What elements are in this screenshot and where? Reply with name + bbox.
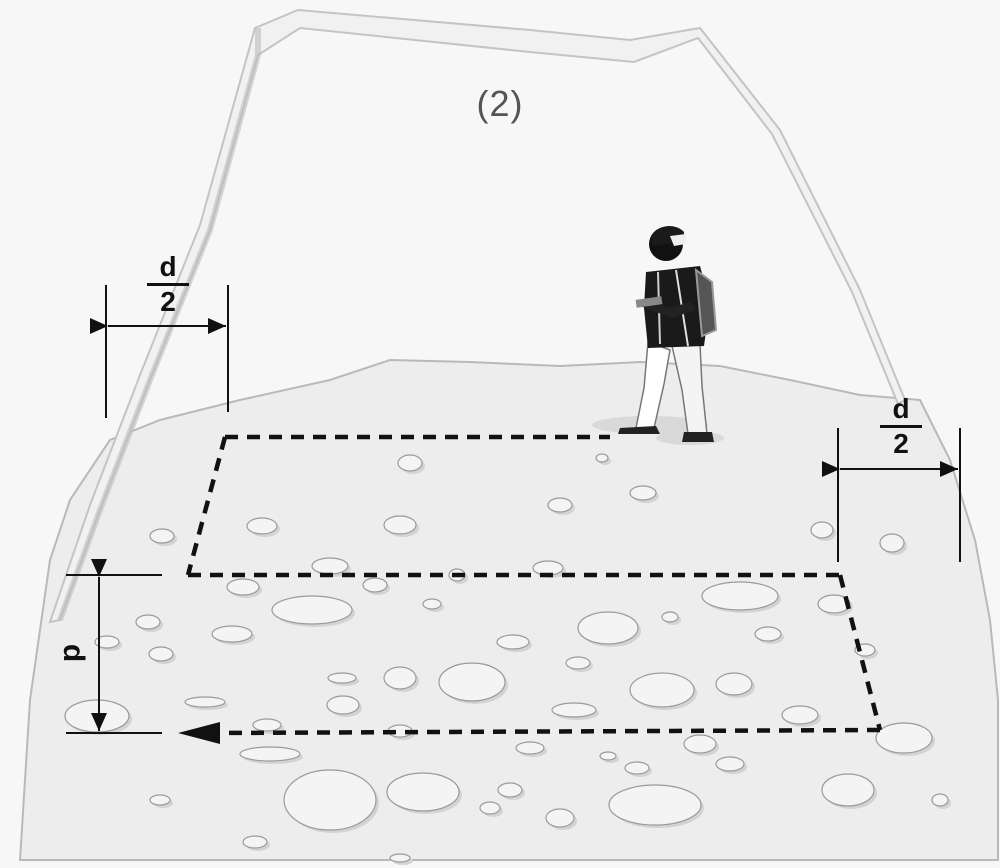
path-left-diagonal: [185, 436, 228, 576]
fraction-bar: [880, 425, 922, 428]
stone: [754, 626, 782, 642]
path-right-diagonal: [837, 574, 883, 731]
stone: [271, 595, 353, 625]
direction-arrowhead: [178, 722, 220, 744]
left-half-dimension: [90, 285, 229, 418]
walking-path: [185, 434, 883, 736]
stone: [599, 751, 617, 761]
stone: [821, 773, 875, 807]
stone: [683, 734, 717, 754]
stone: [397, 454, 423, 472]
figure-label: (2): [476, 83, 524, 124]
stone: [496, 634, 530, 650]
stone: [629, 485, 657, 501]
stone: [283, 769, 377, 831]
stone: [422, 598, 442, 610]
stone: [311, 557, 349, 575]
stone: [383, 666, 417, 690]
stone: [389, 853, 411, 863]
stone: [246, 517, 278, 535]
stone: [184, 696, 226, 708]
right-half-denominator: 2: [893, 428, 909, 459]
stone: [565, 656, 591, 670]
left-half-numerator: d: [159, 251, 177, 282]
stone: [701, 581, 779, 611]
stone: [547, 497, 573, 513]
stone: [211, 625, 253, 643]
stone: [879, 533, 905, 553]
stone: [781, 705, 819, 725]
stone: [624, 761, 650, 775]
stone: [595, 453, 609, 463]
stone: [479, 801, 501, 815]
stone: [577, 611, 639, 645]
stone: [64, 699, 130, 733]
stone: [810, 521, 834, 539]
stone: [326, 695, 360, 715]
stone: [817, 594, 851, 614]
side-dimension: [66, 559, 162, 734]
stone: [715, 672, 753, 696]
left-half-denominator: 2: [160, 286, 176, 317]
stone: [438, 662, 506, 702]
stone: [252, 718, 282, 732]
stone: [239, 746, 301, 762]
stone: [386, 772, 460, 812]
stone: [515, 741, 545, 755]
stone: [242, 835, 268, 849]
stone: [135, 614, 161, 630]
stone: [149, 794, 171, 806]
stone: [226, 578, 260, 596]
right-half-numerator: d: [892, 393, 910, 424]
stone: [715, 756, 745, 772]
stone: [383, 515, 417, 535]
fraction-bar: [147, 283, 189, 286]
stone: [327, 672, 357, 684]
stone: [875, 722, 933, 754]
stone: [497, 782, 523, 798]
stone: [362, 577, 388, 593]
stone: [551, 702, 597, 718]
side-distance-label: d: [57, 643, 90, 663]
right-half-dimension: [822, 428, 961, 562]
stone: [661, 611, 679, 623]
stone: [149, 528, 175, 544]
stone: [608, 784, 702, 826]
stone: [148, 646, 174, 662]
far-boundary-outline: [48, 8, 907, 624]
path-near-edge: [214, 727, 881, 736]
ground-surface: [18, 358, 999, 861]
left-half-distance-label: d 2: [143, 252, 193, 317]
stone: [931, 793, 949, 807]
person-with-backpack-icon: [592, 226, 724, 445]
wall-shadow: [57, 28, 261, 622]
stone: [545, 808, 575, 828]
stone: [629, 672, 695, 708]
right-half-distance-label: d 2: [876, 394, 926, 459]
